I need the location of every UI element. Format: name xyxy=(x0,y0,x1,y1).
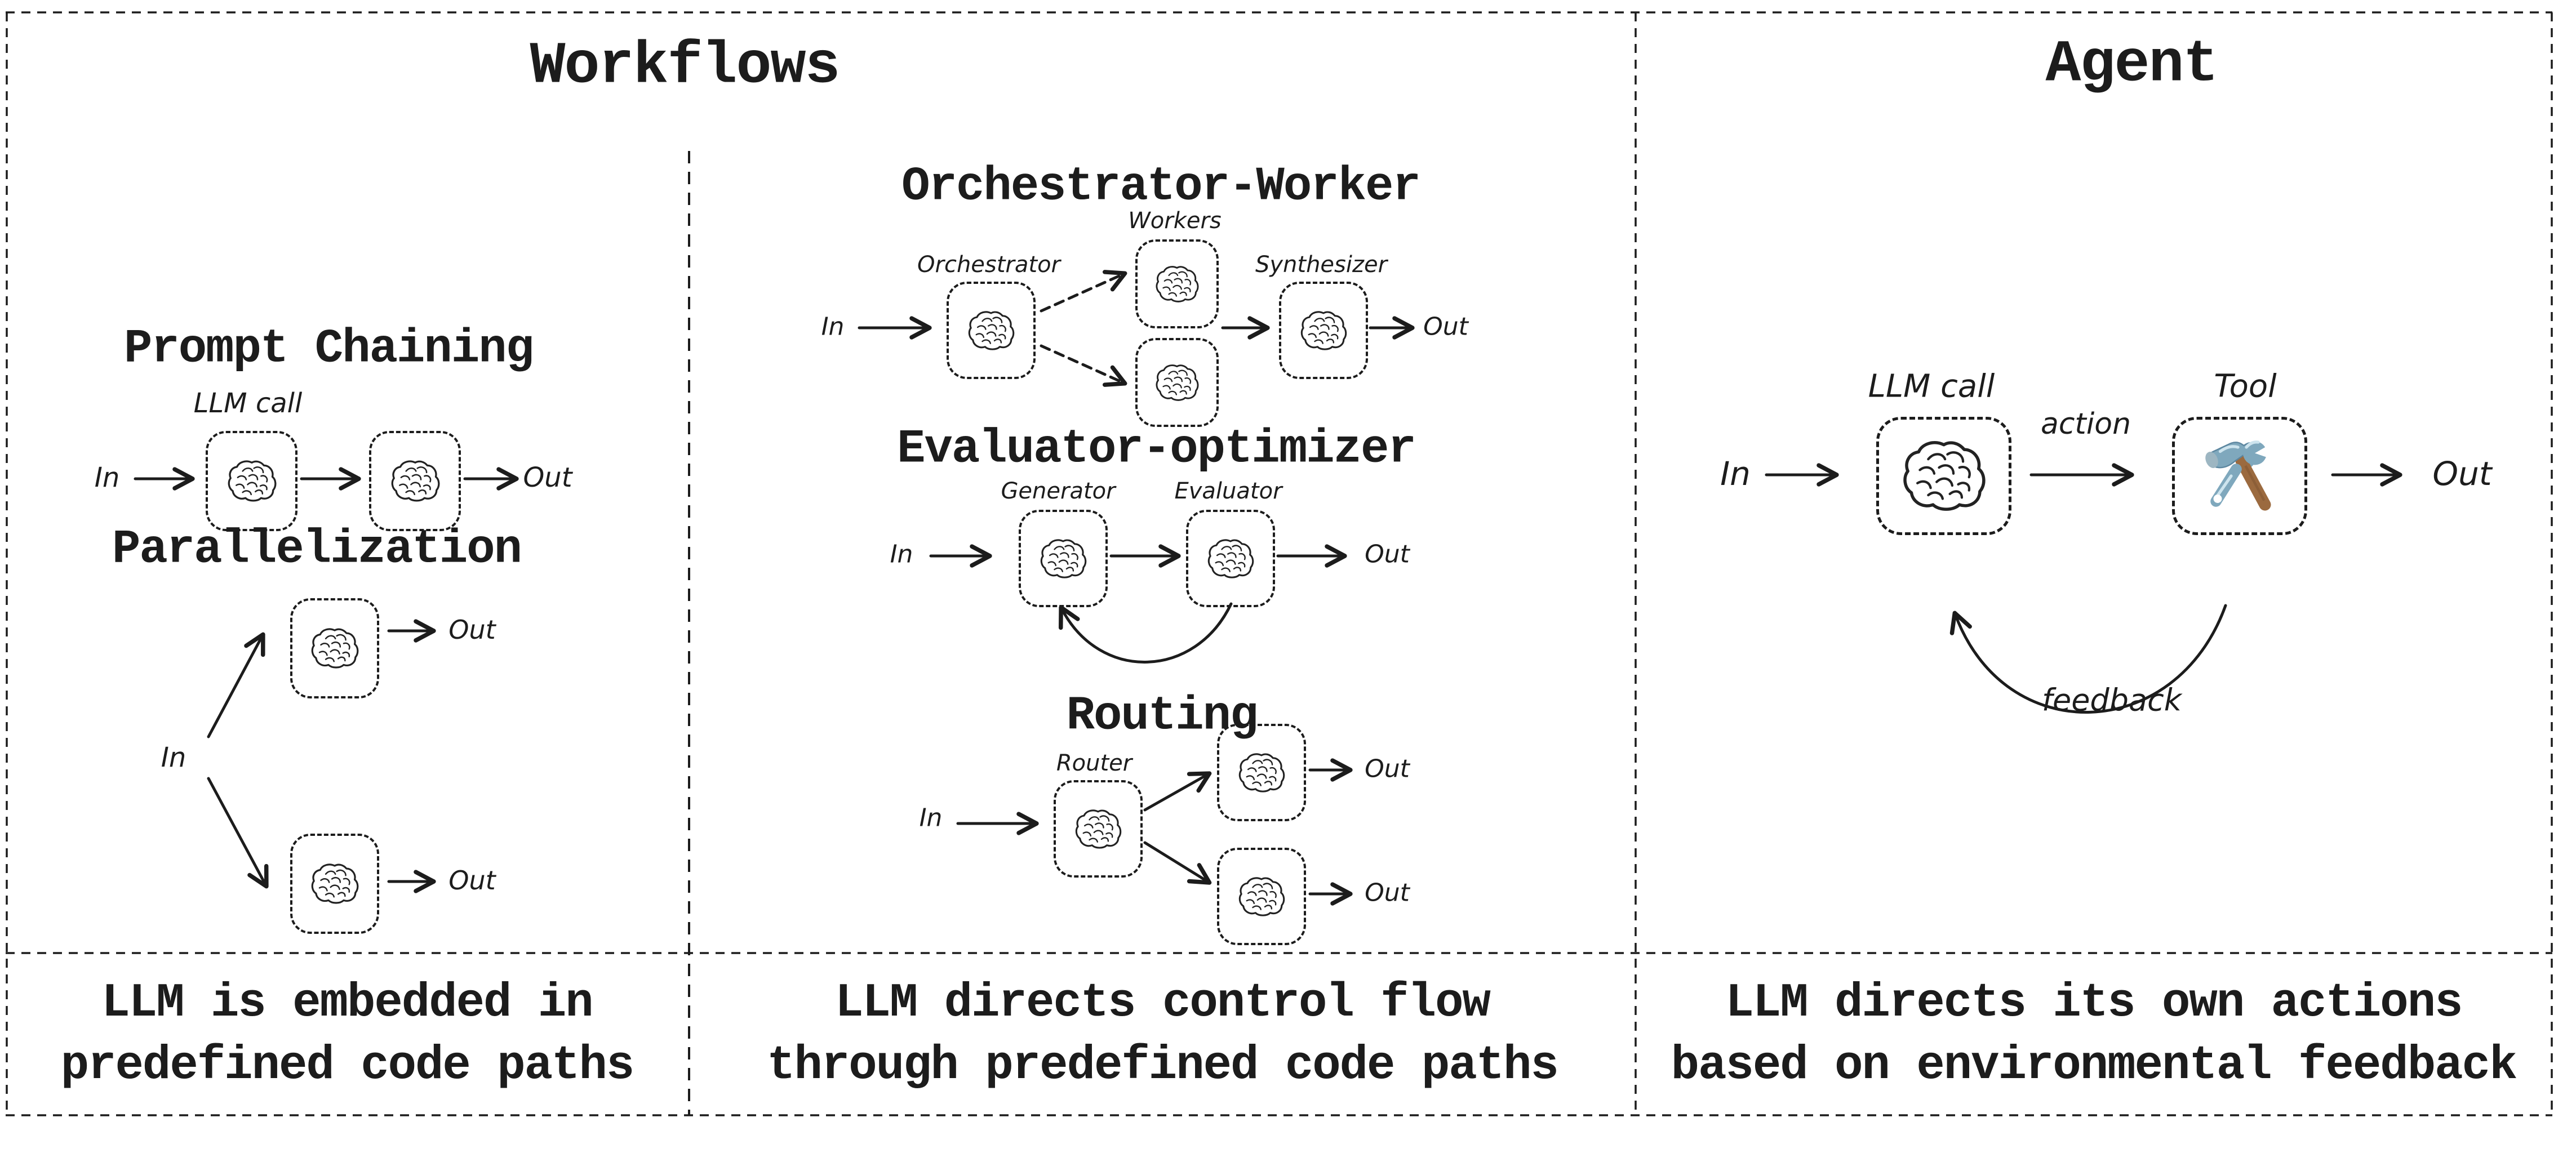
route-target-box xyxy=(1217,848,1306,945)
router-label: Router xyxy=(1056,750,1132,776)
evaluator-label: Evaluator xyxy=(1174,478,1282,504)
in-label: In xyxy=(94,462,120,493)
caption-line: based on environmental feedback xyxy=(1671,1039,2518,1093)
generator-box xyxy=(1019,510,1108,607)
in-label: In xyxy=(821,312,845,341)
brain-icon xyxy=(227,459,277,503)
brain-icon xyxy=(390,459,440,503)
llm-box xyxy=(206,431,297,531)
brain-icon xyxy=(1040,538,1087,580)
out-label: Out xyxy=(1365,540,1410,569)
brain-icon xyxy=(1300,310,1347,351)
caption-workflows-left: LLM is embedded in predefined code paths xyxy=(60,973,635,1098)
out-label: Out xyxy=(448,615,496,645)
brain-icon xyxy=(1902,439,1986,513)
agent-title: Agent xyxy=(2045,31,2218,99)
hammer-wrench-icon xyxy=(2197,434,2282,518)
caption-workflows-middle: LLM directs control flow through predefi… xyxy=(767,973,1559,1098)
prompt-chaining-heading: Prompt Chaining xyxy=(123,322,534,376)
caption-line: through predefined code paths xyxy=(767,1039,1559,1093)
out-label: Out xyxy=(1365,754,1410,783)
in-label: In xyxy=(919,803,943,833)
evaluator-optimizer-heading: Evaluator-optimizer xyxy=(897,422,1416,477)
llm-box xyxy=(290,834,379,934)
brain-icon xyxy=(1238,752,1285,794)
llm-call-label: LLM call xyxy=(1868,368,1995,405)
route-target-box xyxy=(1217,724,1306,821)
in-label: In xyxy=(890,540,913,569)
agent-tool-box xyxy=(2172,417,2307,535)
in-label: In xyxy=(1720,455,1751,493)
caption-line: LLM directs control flow xyxy=(835,977,1491,1031)
llm-box xyxy=(369,431,461,531)
caption-line: predefined code paths xyxy=(60,1039,635,1093)
feedback-label: feedback xyxy=(2041,682,2182,718)
synthesizer-label: Synthesizer xyxy=(1255,252,1388,278)
orchestrator-label: Orchestrator xyxy=(917,252,1060,278)
out-label: Out xyxy=(2432,455,2492,493)
worker-box xyxy=(1135,239,1219,328)
brain-icon xyxy=(310,627,359,670)
orchestrator-worker-heading: Orchestrator-Worker xyxy=(901,160,1421,214)
out-label: Out xyxy=(1423,312,1468,341)
out-label: Out xyxy=(523,462,572,493)
workers-label: Workers xyxy=(1128,208,1222,234)
brain-icon xyxy=(1207,538,1254,580)
brain-icon xyxy=(1155,363,1199,402)
brain-icon xyxy=(1155,265,1199,304)
brain-icon xyxy=(967,310,1015,351)
orchestrator-box xyxy=(947,282,1036,379)
llm-box xyxy=(290,598,379,698)
router-box xyxy=(1054,780,1143,878)
worker-box xyxy=(1135,338,1219,427)
out-label: Out xyxy=(448,865,496,896)
in-label: In xyxy=(161,742,186,773)
llm-call-label: LLM call xyxy=(193,388,303,419)
routing-heading: Routing xyxy=(1066,689,1259,744)
workflows-title: Workflows xyxy=(530,33,840,100)
evaluator-box xyxy=(1186,510,1275,607)
evaluator-optimizer-arrows xyxy=(929,544,1347,664)
caption-line: LLM directs its own actions xyxy=(1725,977,2463,1031)
brain-icon xyxy=(1238,876,1285,918)
brain-icon xyxy=(310,862,359,905)
agent-llm-box xyxy=(1876,417,2011,535)
caption-agent: LLM directs its own actions based on env… xyxy=(1671,973,2518,1098)
out-label: Out xyxy=(1365,878,1410,907)
synthesizer-box xyxy=(1279,282,1368,379)
brain-icon xyxy=(1074,808,1122,850)
tool-label: Tool xyxy=(2214,368,2277,405)
evaluator-feedback-arrow xyxy=(1059,602,1233,664)
parallelization-heading: Parallelization xyxy=(112,523,522,577)
action-label: action xyxy=(2040,407,2131,441)
caption-line: LLM is embedded in xyxy=(101,977,593,1031)
generator-label: Generator xyxy=(1001,478,1116,504)
